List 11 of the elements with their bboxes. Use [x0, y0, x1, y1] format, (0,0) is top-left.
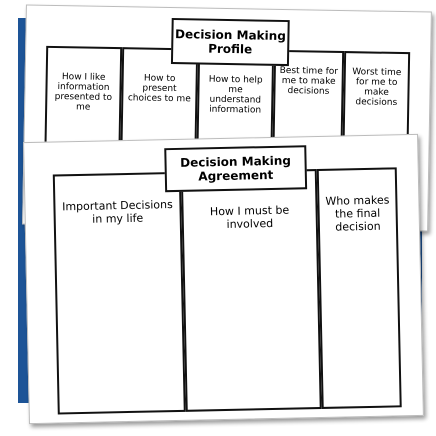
column-heading: Who makes the final decision	[324, 193, 391, 234]
column-heading: Best time for me to make decisions	[278, 66, 340, 97]
table-column	[316, 167, 402, 409]
column-heading: Worst time for me to make decisions	[351, 67, 402, 108]
column-heading: How to present choices to me	[126, 73, 192, 104]
sheet-title: Decision Making Agreement	[164, 145, 308, 192]
column-heading: How I must be involved	[208, 203, 290, 232]
sheet-title: Decision Making Profile	[170, 18, 290, 66]
column-heading: Important Decisions in my life	[61, 198, 174, 226]
column-heading: How I like information presented to me	[54, 72, 114, 114]
column-heading: How to help me understand information	[208, 74, 264, 116]
